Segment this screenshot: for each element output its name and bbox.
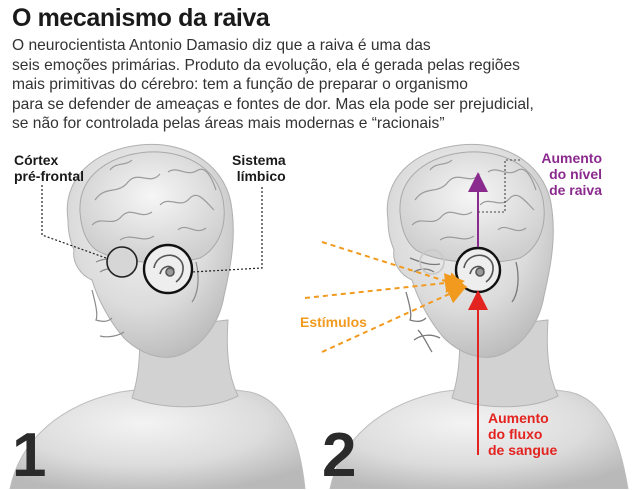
stimulus-arrow-2 bbox=[304, 273, 465, 299]
intro-line: seis emoções primárias. Produto da evolu… bbox=[12, 56, 520, 74]
page-title: O mecanismo da raiva bbox=[12, 4, 270, 32]
label-anger-increase: Aumento do nível de raiva bbox=[541, 150, 602, 198]
label-stimuli: Estímulos bbox=[300, 314, 367, 330]
head-figure-2 bbox=[304, 143, 629, 489]
stimulus-arrow-1 bbox=[321, 241, 468, 292]
label-prefrontal-cortex: Córtex pré-frontal bbox=[14, 152, 84, 184]
intro-line: O neurocientista Antonio Damasio diz que… bbox=[12, 37, 431, 54]
head-figure-1 bbox=[9, 143, 306, 489]
panel-number-1: 1 bbox=[12, 421, 47, 490]
intro-line: mais primitivas do cérebro: tem a função… bbox=[12, 76, 468, 94]
prefrontal-cortex-marker bbox=[106, 246, 138, 278]
intro-text: O neurocientista Antonio Damasio diz que… bbox=[12, 36, 632, 134]
prefrontal-cortex-marker-faded bbox=[419, 249, 445, 275]
intro-line: se não for controlada pelas áreas mais m… bbox=[12, 115, 445, 133]
stimulus-arrow-3 bbox=[321, 285, 468, 353]
label-limbic-system: Sistema límbico bbox=[232, 152, 286, 184]
label-blood-flow: Aumento do fluxo de sangue bbox=[488, 410, 558, 458]
panel-number-2: 2 bbox=[322, 421, 357, 490]
anger-leader-line bbox=[478, 159, 522, 213]
cortex-leader-line bbox=[41, 185, 107, 259]
limbic-leader-line bbox=[191, 187, 263, 273]
intro-line: para se defender de ameaças e fontes de … bbox=[12, 95, 534, 113]
